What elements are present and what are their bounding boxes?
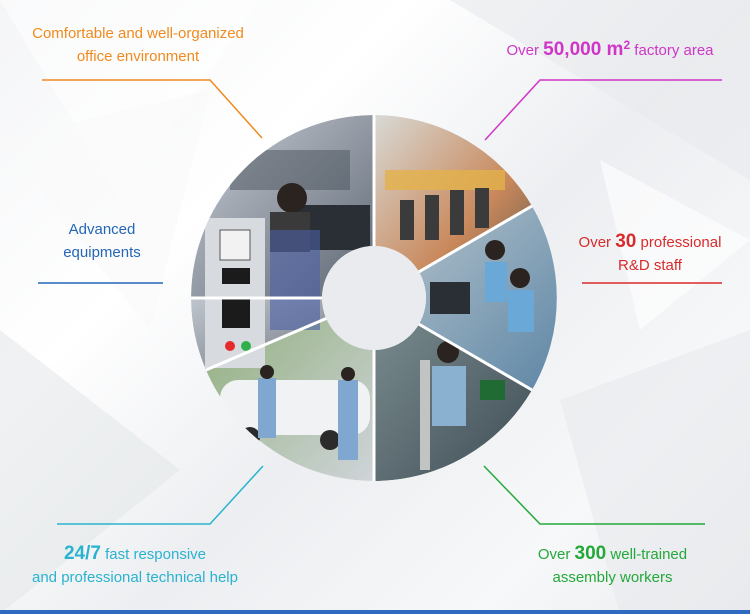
equipment-label: Advanced equipments	[63, 221, 141, 261]
office-label: Comfortable and well-organized office en…	[32, 25, 244, 65]
support-label: 24/7 fast responsive and professional te…	[32, 543, 238, 586]
wheel-hub	[322, 246, 426, 350]
bottom-accent-bar	[0, 610, 750, 614]
factory-label: Over 50,000 m2 factory area	[506, 38, 714, 60]
workers-label: Over 300 well-trained assembly workers	[537, 543, 688, 586]
rd-label: Over 30 professional R&D staff	[578, 231, 722, 274]
